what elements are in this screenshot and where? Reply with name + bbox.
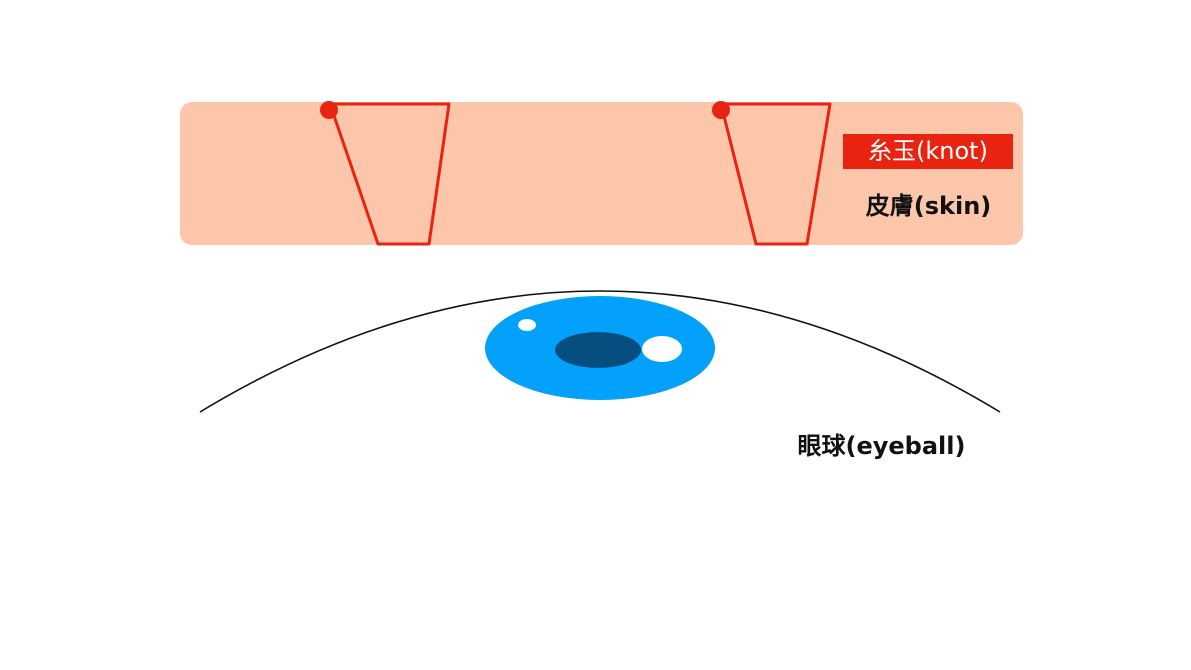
left-knot-icon [320,101,338,119]
skin-label: 皮膚(skin) [865,192,992,220]
right-knot-icon [712,101,730,119]
knot-label: 糸玉(knot) [843,134,1013,169]
eyeball-label: 眼球(eyeball) [797,432,966,460]
eye-highlight-large-icon [642,336,682,362]
eye-highlight-small-icon [518,319,536,331]
pupil-icon [555,332,641,368]
left-suture-loop [328,102,451,246]
eyeball-outline [199,290,1001,413]
right-suture-loop [719,102,832,246]
skin-layer [180,102,1023,245]
